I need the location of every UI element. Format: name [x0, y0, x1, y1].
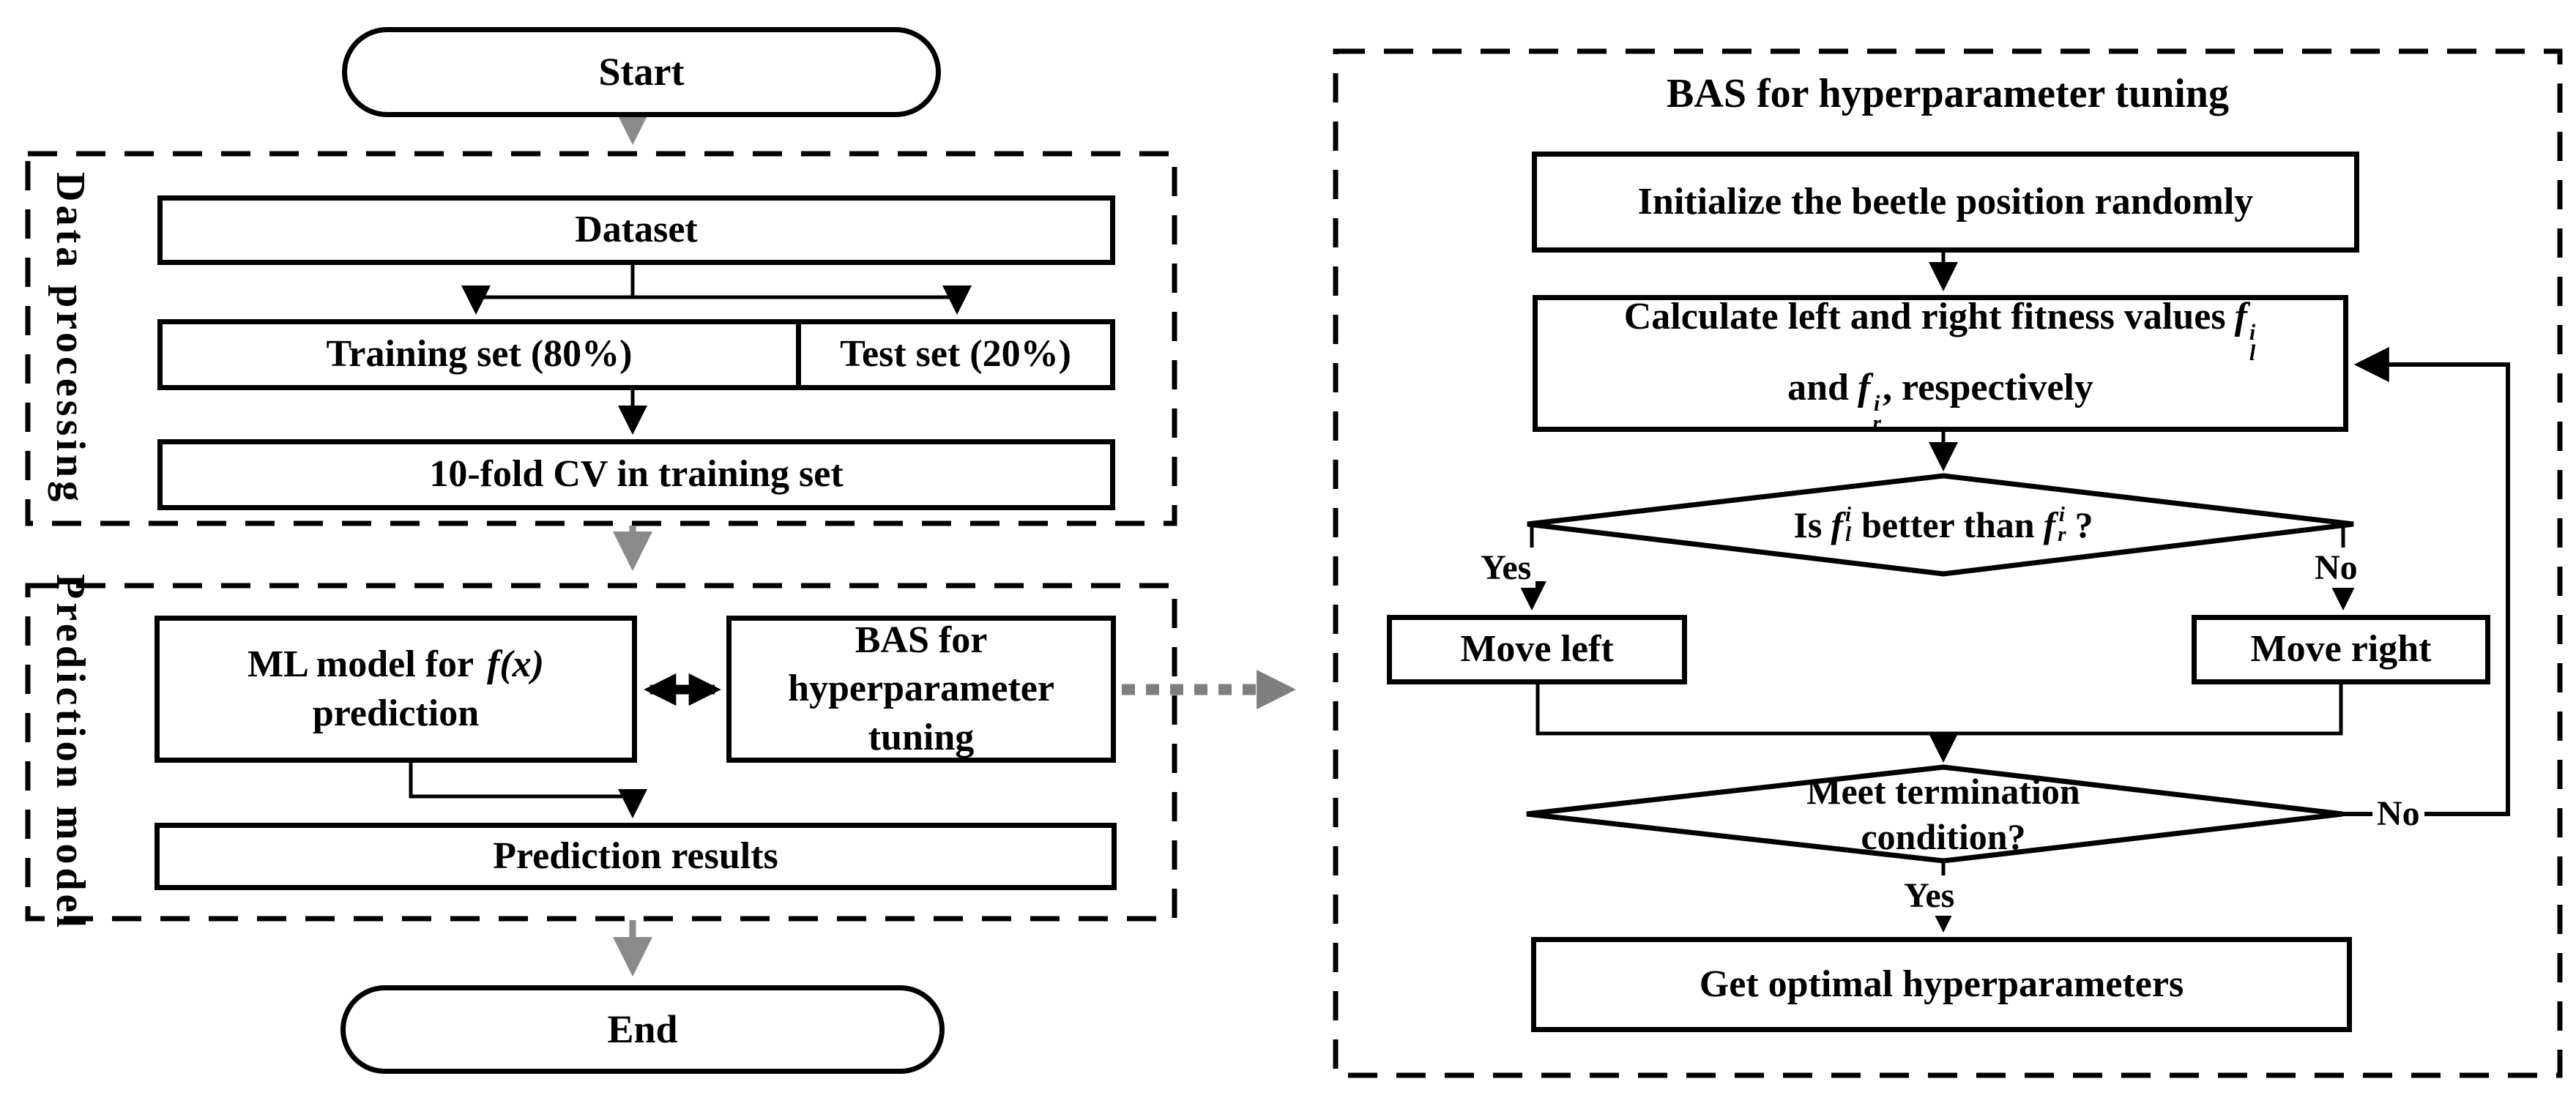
bas-box-node: BAS for hyperparameter tuning	[726, 616, 1116, 763]
split-cells: Training set (80%) Test set (20%)	[163, 324, 1110, 385]
test-set-node: Test set (20%)	[840, 333, 1071, 376]
get-optimal-node: Get optimal hyperparameters	[1531, 937, 2352, 1032]
cv-node: 10-fold CV in training set	[157, 439, 1115, 510]
move-left-node: Move left	[1387, 615, 1687, 684]
arrow-ml-to-results	[409, 763, 647, 818]
prediction-model-panel-border	[25, 583, 1177, 922]
decision1-diamond-shape	[1527, 473, 2354, 577]
start-label: Start	[598, 49, 685, 94]
decision2-no-label: No	[2372, 793, 2424, 834]
dataset-node: Dataset	[157, 195, 1115, 265]
decision2-diamond-shape	[1526, 764, 2343, 864]
decision1-yes-label: Yes	[1476, 548, 1536, 588]
connector-move-gather	[1535, 684, 2343, 736]
prediction-results-node: Prediction results	[155, 823, 1117, 890]
decision2-yes-label: Yes	[1899, 875, 1959, 916]
training-set-node: Training set (80%)	[163, 324, 801, 385]
decision2-text: Meet termination condition?	[1806, 771, 2080, 857]
arrow-decision2-no-loop-to-calculate	[2342, 347, 2510, 816]
bas-panel-border	[1333, 48, 2563, 1078]
end-node: End	[340, 985, 945, 1074]
data-processing-panel-border	[25, 151, 1177, 526]
move-right-node: Move right	[2192, 615, 2490, 684]
start-node: Start	[342, 27, 941, 117]
initialize-node: Initialize the beetle position randomly	[1532, 152, 2359, 253]
split-row: Training set (80%) Test set (20%)	[157, 319, 1115, 390]
bas-panel-title: BAS for hyperparameter tuning	[1667, 71, 2229, 116]
end-label: End	[607, 1006, 678, 1051]
decision1-no-label: No	[2310, 548, 2362, 588]
prediction-model-panel-label: Prediction model	[48, 573, 93, 932]
data-processing-panel-label: Data processing	[48, 172, 93, 506]
